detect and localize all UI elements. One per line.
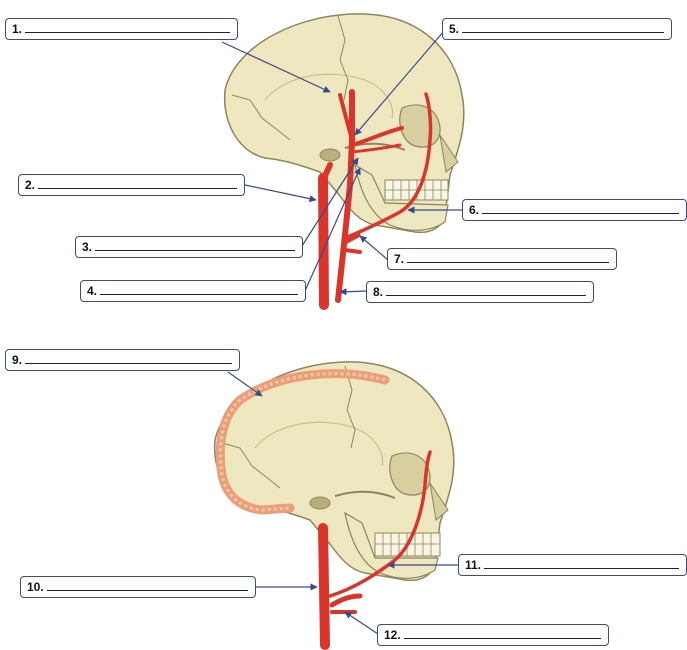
answer-blank [100,294,298,295]
label-number: 12. [384,628,401,642]
label-number: 6. [469,203,479,217]
answer-blank [25,363,232,364]
answer-blank [386,295,586,296]
label-number: 3. [82,240,92,254]
answer-blank [38,188,237,189]
bottom-branch-artery [332,596,360,605]
leader-7 [360,236,388,260]
label-number: 2. [25,178,35,192]
label-box-4[interactable]: 4. [80,280,306,302]
label-number: 8. [373,285,383,299]
top-skull [225,14,464,232]
answer-blank [482,213,679,214]
answer-blank [407,262,609,263]
leader-2 [245,185,316,200]
top-ear-canal [320,149,340,161]
answer-blank [25,32,230,33]
leader-8 [340,291,367,292]
bottom-common-carotid-artery [323,528,325,645]
label-number: 10. [27,580,44,594]
label-box-5[interactable]: 5. [442,18,672,40]
label-box-3[interactable]: 3. [75,236,303,258]
label-box-10[interactable]: 10. [20,576,256,598]
label-number: 9. [12,353,22,367]
label-number: 11. [465,558,481,572]
answer-blank [47,590,248,591]
bottom-ear-canal [310,497,330,509]
label-box-6[interactable]: 6. [462,199,687,221]
label-box-11[interactable]: 11. [458,554,687,576]
label-number: 7. [394,252,404,266]
label-box-7[interactable]: 7. [387,248,617,270]
answer-blank [404,638,601,639]
label-box-1[interactable]: 1. [5,18,238,40]
leader-12 [345,612,378,634]
common-carotid-artery [323,178,324,305]
answer-blank [462,32,664,33]
answer-blank [484,568,679,569]
answer-blank [95,250,295,251]
label-number: 1. [12,22,22,36]
label-box-12[interactable]: 12. [377,624,609,646]
label-box-8[interactable]: 8. [366,281,594,303]
label-number: 4. [87,284,97,298]
label-box-2[interactable]: 2. [18,174,245,196]
label-box-9[interactable]: 9. [5,349,240,371]
lingual-artery [345,250,360,252]
label-number: 5. [449,22,459,36]
